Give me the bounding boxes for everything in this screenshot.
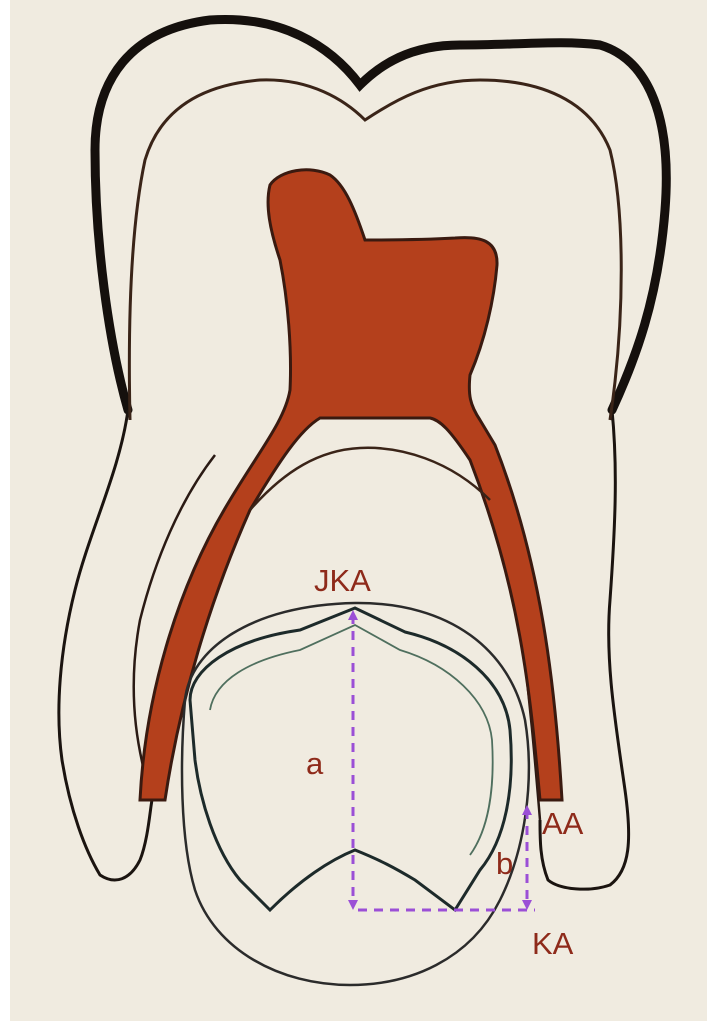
label-a: a <box>306 748 323 779</box>
follicle-outline <box>182 603 529 985</box>
label-jka: JKA <box>314 565 371 596</box>
label-ka: KA <box>532 928 573 959</box>
label-b: b <box>496 848 513 879</box>
successor-crown <box>190 608 511 910</box>
label-aa: AA <box>542 808 583 839</box>
successor-crown-inner <box>210 625 493 855</box>
pulp-chamber <box>140 170 562 800</box>
furcation-line <box>250 448 490 510</box>
